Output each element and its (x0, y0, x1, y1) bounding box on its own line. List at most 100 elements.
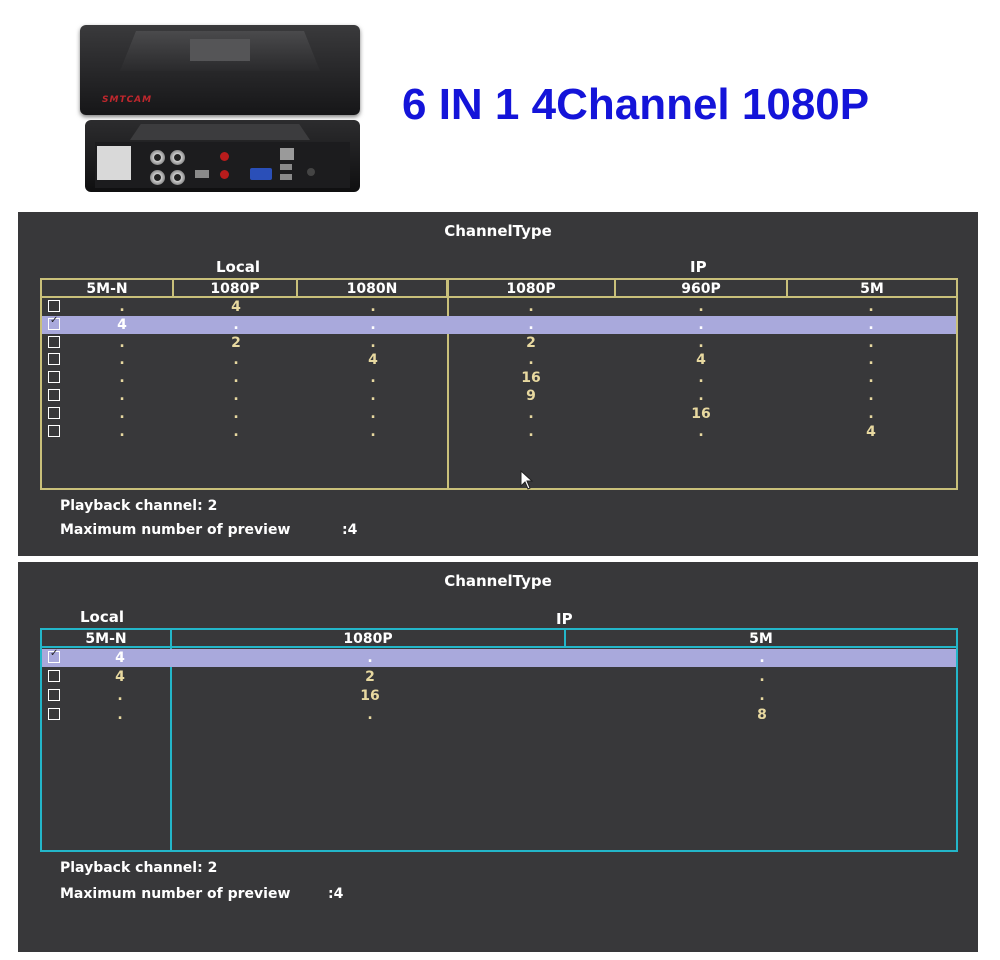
dvr-rear-panel (95, 142, 350, 188)
column-header: 5M (566, 630, 956, 648)
dvr-front-image: SMTCAM (80, 25, 360, 115)
bnc-port-icon (150, 150, 165, 165)
checkbox-unchecked[interactable] (48, 689, 60, 701)
usb-port-icon (280, 174, 292, 180)
column-header: 5M-N (42, 280, 174, 298)
bnc-port-icon (150, 170, 165, 185)
lan-port-icon (280, 148, 294, 160)
screen-title: ChannelType (444, 222, 552, 240)
channel-count-cell: . (233, 352, 239, 369)
usb-port-icon (280, 164, 292, 170)
channel-count-cell: 2 (231, 334, 241, 351)
group-label-ip: IP (690, 258, 707, 276)
checkbox-unchecked[interactable] (48, 300, 60, 312)
brand-logo: SMTCAM (102, 95, 153, 105)
table-row[interactable]: ✓4..... (42, 315, 956, 334)
channel-count-cell: . (233, 423, 239, 440)
channel-count-cell: . (370, 299, 376, 315)
channel-count-cell: . (119, 370, 125, 387)
table-row[interactable]: ....16. (42, 405, 956, 423)
caution-label (97, 146, 131, 180)
dvr-back-image (85, 120, 360, 192)
table-header: 5M-N 1080P 5M (42, 630, 956, 648)
channel-count-cell: . (119, 388, 125, 404)
local-ip-divider (170, 630, 172, 850)
channel-count-cell: 4 (866, 423, 876, 440)
channel-count-cell: 4 (696, 352, 706, 369)
product-headline: 6 IN 1 4Channel 1080P (402, 80, 870, 129)
column-header: 1080N (298, 280, 448, 298)
checkbox-unchecked[interactable] (48, 708, 60, 720)
column-header: 1080P (448, 280, 616, 298)
checkbox-checked[interactable]: ✓ (48, 315, 60, 330)
group-label-ip: IP (556, 610, 573, 628)
table-row[interactable]: .16. (42, 687, 956, 705)
channel-count-cell: 2 (526, 334, 536, 351)
checkbox-unchecked[interactable] (48, 389, 60, 401)
channel-count-cell: 9 (526, 388, 536, 404)
channel-count-cell: . (370, 423, 376, 440)
channel-count-cell: . (698, 388, 704, 404)
channel-count-cell: . (119, 334, 125, 351)
checkbox-unchecked[interactable] (48, 353, 60, 366)
channel-count-cell: . (370, 334, 376, 351)
channel-count-cell: . (528, 423, 534, 440)
checkbox-unchecked[interactable] (48, 371, 60, 384)
checkbox-checked[interactable]: ✓ (48, 648, 60, 663)
channel-count-cell: 4 (368, 352, 378, 369)
channel-count-cell: . (868, 299, 874, 315)
channel-count-cell: . (119, 352, 125, 369)
channel-count-cell: 4 (231, 299, 241, 315)
table-row[interactable]: .2.2.. (42, 334, 956, 352)
channel-count-cell: 4 (117, 316, 127, 333)
channel-count-cell: . (233, 370, 239, 387)
channel-count-cell: . (868, 388, 874, 404)
table-row[interactable]: ✓4.. (42, 648, 956, 667)
table-row[interactable]: . 4.... (42, 298, 956, 316)
max-preview-label: Maximum number of preview (60, 886, 291, 902)
channel-count-cell: . (698, 316, 704, 333)
channel-count-cell: . (119, 405, 125, 422)
channel-count-cell: . (698, 423, 704, 440)
channel-count-cell: . (370, 388, 376, 404)
channel-count-cell: . (117, 707, 123, 723)
channel-count-cell: . (233, 316, 239, 333)
table-row[interactable]: .. 4. 4. (42, 351, 956, 369)
channel-count-cell: . (868, 352, 874, 369)
channel-count-cell: . (367, 650, 373, 666)
channel-count-cell: . (698, 299, 704, 315)
checkbox-unchecked[interactable] (48, 670, 60, 682)
max-preview-value: :4 (342, 522, 358, 538)
channel-count-cell: . (698, 370, 704, 387)
local-ip-divider (447, 280, 449, 488)
checkbox-unchecked[interactable] (48, 335, 60, 348)
table-row[interactable]: .....4 (42, 423, 956, 441)
group-label-local: Local (216, 258, 261, 276)
checkbox-unchecked[interactable] (48, 406, 60, 419)
audio-in-port-icon (220, 152, 229, 161)
channel-count-cell: . (528, 299, 534, 315)
checkmark-icon: ✓ (50, 648, 59, 659)
channel-count-cell: 16 (691, 405, 711, 422)
channel-type-screen-1: ChannelType Local IP 5M-N 1080P 1080N 10… (18, 212, 978, 556)
table-row[interactable]: ..8 (42, 706, 956, 724)
channel-count-cell: . (759, 688, 765, 704)
channel-count-cell: . (528, 316, 534, 333)
channel-count-cell: . (528, 352, 534, 369)
table-row[interactable]: ...16.. (42, 369, 956, 387)
channel-count-cell: . (367, 707, 373, 723)
group-label-local: Local (80, 608, 125, 626)
column-header: 1080P (174, 280, 298, 298)
table-row[interactable]: ...9.. (42, 387, 956, 405)
max-preview-label: Maximum number of preview (60, 522, 291, 538)
channel-count-cell: . (759, 650, 765, 666)
screen-title: ChannelType (444, 572, 552, 590)
checkbox-unchecked[interactable] (48, 424, 60, 437)
max-preview-value: :4 (328, 886, 344, 902)
channel-count-cell: . (119, 299, 125, 315)
channel-count-cell: . (868, 334, 874, 351)
channel-table: 5M-N 1080P 1080N 1080P 960P 5M .4....✓4.… (40, 278, 958, 490)
channel-type-screen-2: ChannelType Local IP 5M-N 1080P 5M ✓4..4… (18, 562, 978, 952)
